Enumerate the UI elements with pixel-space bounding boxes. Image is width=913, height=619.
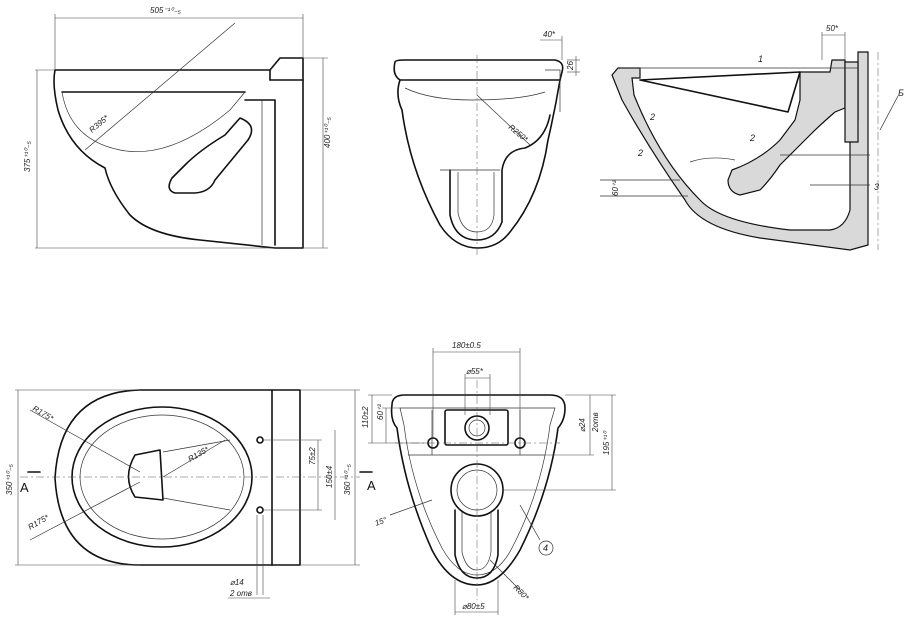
plan-radius-bottom: R175* [27, 512, 52, 531]
plan-radius-top: R175* [31, 404, 56, 423]
rear-dim-left-2: 110±2 [361, 406, 370, 428]
section-dim-left: 60⁺² [611, 180, 620, 196]
rear-dim-right-3: 195⁺¹⁰ [602, 430, 611, 455]
rear-dim-outlet: R80* [512, 583, 532, 603]
section-view [600, 32, 899, 251]
plan-dim-width-right: 360⁺¹⁰₋₅ [343, 463, 352, 495]
rear-dim-left-1: 60⁺² [376, 404, 385, 420]
plan-dim-hole-dia: ⌀14 [230, 578, 244, 587]
plan-section-marker-right: A [367, 478, 376, 493]
section-callout-3: 3 [874, 182, 879, 192]
plan-section-marker-left: A [20, 480, 29, 495]
rear-dim-top-spacing: 180±0.5 [452, 341, 481, 350]
section-callout-2a: 2 [649, 112, 655, 122]
section-callout-1: 1 [758, 54, 763, 64]
plan-dim-holes-2: 150±4 [325, 465, 334, 488]
section-callout-2b: 2 [637, 148, 643, 158]
rear-dim-angle: 15° [374, 515, 389, 528]
side-dim-height-left: 375⁺¹⁰₋₅ [23, 140, 32, 172]
front-view [393, 36, 580, 255]
front-dim-width-top: 40* [543, 30, 556, 39]
rear-callout-4: 4 [543, 543, 548, 553]
rear-dim-center-dia: ⌀55* [466, 367, 484, 376]
section-callout-b: Б [898, 88, 904, 98]
front-dim-height-top: 26 [566, 61, 575, 71]
rear-dim-bottom-dia: ⌀80±5 [462, 602, 485, 611]
rear-dim-right-2: 2отв [591, 412, 600, 433]
section-callout-2c: 2 [749, 133, 755, 143]
plan-view [15, 389, 373, 599]
side-dim-height-right: 400⁺¹⁰₋₅ [323, 116, 332, 148]
front-radius: R250* [507, 123, 530, 145]
plan-dim-width-left: 350⁺¹⁰₋₅ [5, 463, 14, 495]
plan-dim-holes-1: 75±2 [308, 447, 317, 465]
rear-dim-right-1: ⌀24 [578, 418, 587, 432]
side-dim-length: 505⁻¹⁰₋₅ [150, 6, 182, 15]
rear-view [368, 348, 616, 615]
plan-dim-hole-count: 2 отв [229, 589, 252, 598]
section-dim-top: 50* [826, 24, 839, 33]
side-view [35, 14, 328, 249]
